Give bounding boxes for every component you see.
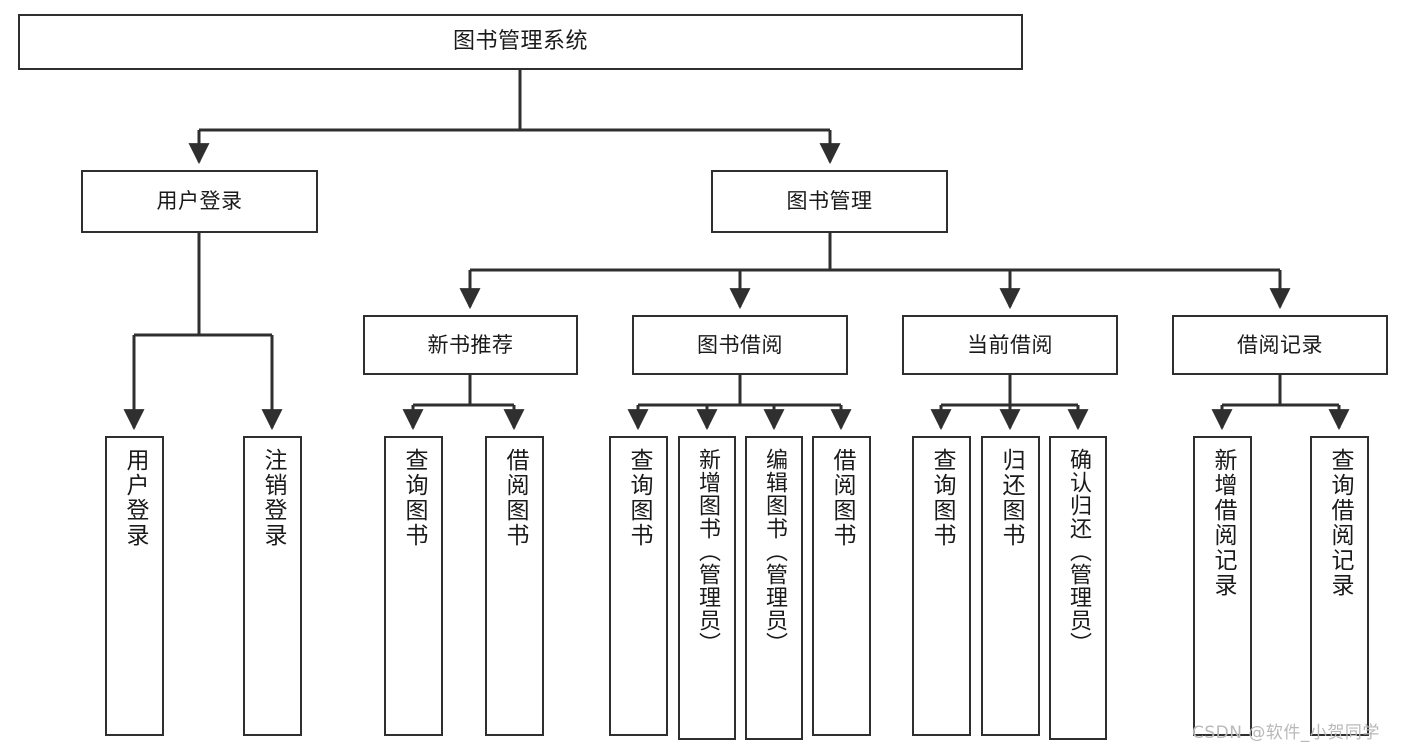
node-label: 用户登录 (156, 189, 243, 214)
node-label: 图书借阅 (697, 332, 783, 357)
node-label: 新增借阅记录 (1210, 448, 1236, 598)
leaf-book-borrow-borrow-books[interactable]: 借阅图书 (812, 436, 871, 736)
node-label: 查询图书 (929, 448, 955, 548)
leaf-user-login-signout[interactable]: 注销登录 (243, 436, 302, 736)
node-label: 编辑图书（管理员） (762, 448, 787, 655)
leaf-new-book-query-books[interactable]: 查询图书 (384, 436, 443, 736)
leaf-book-borrow-add-book-admin[interactable]: 新增图书（管理员） (678, 436, 736, 740)
leaf-book-borrow-edit-book-admin[interactable]: 编辑图书（管理员） (745, 436, 803, 740)
leaf-borrow-record-add-record[interactable]: 新增借阅记录 (1193, 436, 1252, 736)
node-label: 确认归还（管理员） (1066, 448, 1091, 655)
node-current-borrow[interactable]: 当前借阅 (902, 315, 1118, 375)
leaf-current-borrow-query-books[interactable]: 查询图书 (912, 436, 971, 736)
leaf-new-book-borrow-books[interactable]: 借阅图书 (485, 436, 544, 736)
node-label: 注销登录 (260, 448, 286, 548)
node-label: 新书推荐 (427, 332, 514, 357)
leaf-current-borrow-confirm-return-admin[interactable]: 确认归还（管理员） (1049, 436, 1107, 740)
leaf-user-login-signin[interactable]: 用户登录 (105, 436, 164, 736)
node-label: 用户登录 (122, 448, 148, 548)
node-label: 图书管理 (786, 189, 873, 214)
node-label: 查询图书 (626, 448, 652, 548)
leaf-current-borrow-return-books[interactable]: 归还图书 (981, 436, 1040, 736)
node-label: 归还图书 (998, 448, 1024, 548)
node-new-book-recommendation[interactable]: 新书推荐 (363, 315, 578, 375)
leaf-borrow-record-query-record[interactable]: 查询借阅记录 (1310, 436, 1369, 736)
node-label: 查询借阅记录 (1327, 448, 1353, 598)
node-label: 查询图书 (401, 448, 427, 548)
node-user-login[interactable]: 用户登录 (81, 170, 318, 233)
node-root-book-management-system[interactable]: 图书管理系统 (18, 14, 1023, 70)
node-label: 借阅记录 (1237, 332, 1323, 357)
csdn-watermark: CSDN @软件_小贺同学 (1192, 723, 1380, 743)
leaf-book-borrow-query-books[interactable]: 查询图书 (609, 436, 668, 736)
node-label: 图书管理系统 (452, 29, 588, 55)
node-label: 新增图书（管理员） (695, 448, 720, 655)
node-label: 借阅图书 (502, 448, 528, 548)
node-borrow-record[interactable]: 借阅记录 (1172, 315, 1388, 375)
node-label: 当前借阅 (967, 332, 1053, 357)
node-book-borrow[interactable]: 图书借阅 (632, 315, 848, 375)
node-label: 借阅图书 (829, 448, 855, 548)
node-book-management[interactable]: 图书管理 (711, 170, 948, 233)
